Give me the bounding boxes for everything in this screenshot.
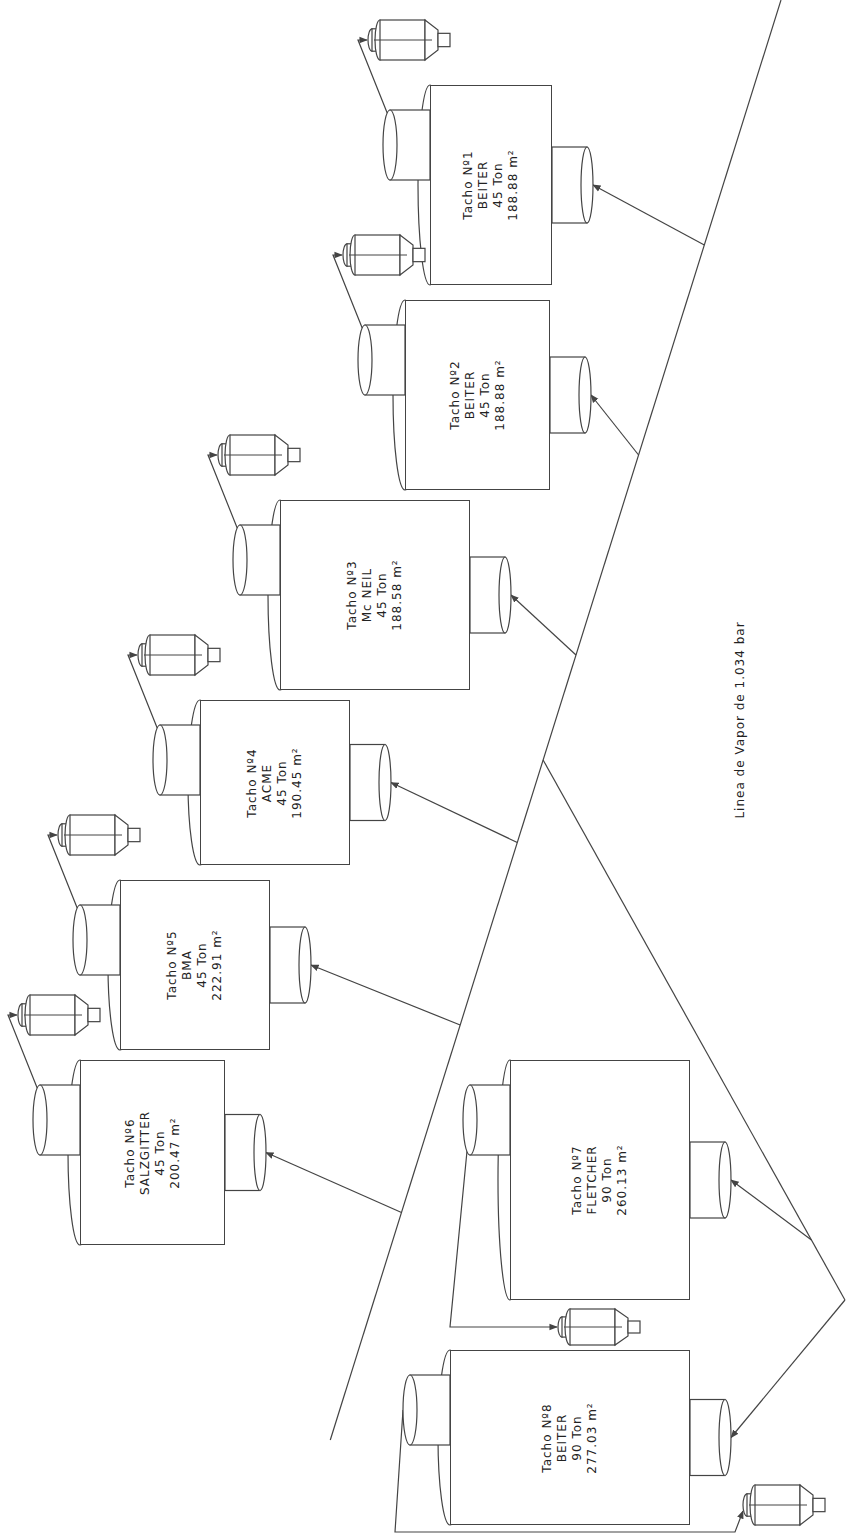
- condenser-barometric-leg: [24, 1015, 82, 1016]
- pan-spec: 200.47 m²: [168, 1068, 183, 1237]
- vacuum-pan-body: Tacho Nº7FLETCHER90 Ton260.13 m²: [510, 1060, 690, 1300]
- pan-spec: 45 Ton: [195, 888, 210, 1042]
- pan-spec: 190.45 m²: [290, 708, 305, 857]
- pan-spec: SALZGITTER: [138, 1068, 153, 1237]
- pan-text-stack: Tacho Nº7FLETCHER90 Ton260.13 m²: [570, 1068, 630, 1292]
- pan-spec: 45 Ton: [491, 93, 506, 277]
- condenser-tailpipe: [413, 248, 425, 261]
- pan-spec: 45 Ton: [478, 308, 493, 482]
- steam-branch: [311, 965, 460, 1025]
- vacuum-pan-body: Tacho Nº2BEITER45 Ton188.88 m²: [405, 300, 550, 490]
- pan-number: Tacho Nº8: [540, 1358, 555, 1517]
- vessel-parts: [18, 20, 825, 1525]
- condenser-barometric-leg: [224, 455, 282, 456]
- pan-number: Tacho Nº2: [448, 308, 463, 482]
- vapour-dome-top: [463, 1085, 477, 1155]
- vacuum-pan-body: Tacho Nº8BEITER90 Ton277.03 m²: [450, 1350, 690, 1525]
- pan-spec: 260.13 m²: [615, 1068, 630, 1292]
- pan-text-stack: Tacho Nº4ACME45 Ton190.45 m²: [245, 708, 305, 857]
- steam-branch: [391, 783, 517, 843]
- pan-text-stack: Tacho Nº8BEITER90 Ton277.03 m²: [540, 1358, 600, 1517]
- vapour-dome-top: [383, 110, 397, 180]
- pan-number: Tacho Nº6: [123, 1068, 138, 1237]
- steam-branch: [266, 1153, 401, 1213]
- discharge-outlet-end: [499, 557, 511, 633]
- pan-spec: BEITER: [463, 308, 478, 482]
- condenser-tailpipe: [813, 1498, 825, 1511]
- condenser-barometric-leg: [144, 655, 202, 656]
- pan-spec: FLETCHER: [585, 1068, 600, 1292]
- pan-spec: ACME: [260, 708, 275, 857]
- pan-number: Tacho Nº1: [461, 93, 476, 277]
- pan-text-stack: Tacho Nº6SALZGITTER45 Ton200.47 m²: [123, 1068, 183, 1237]
- vapour-dome-top: [358, 325, 372, 395]
- vacuum-pan-body: Tacho Nº1BEITER45 Ton188.88 m²: [430, 85, 552, 285]
- pan-text-stack: Tacho Nº1BEITER45 Ton188.88 m²: [461, 93, 521, 277]
- pan-number: Tacho Nº5: [165, 888, 180, 1042]
- discharge-outlet-end: [719, 1142, 731, 1218]
- condenser-barometric-leg: [349, 255, 407, 256]
- vacuum-pan-body: Tacho Nº5BMA45 Ton222.91 m²: [120, 880, 270, 1050]
- pan-number: Tacho Nº3: [345, 508, 360, 682]
- steam-branch: [511, 595, 576, 655]
- discharge-outlet-end: [581, 147, 593, 223]
- vapour-dome-top: [233, 525, 247, 595]
- pan-spec: BEITER: [555, 1358, 570, 1517]
- pan-number: Tacho Nº4: [245, 708, 260, 857]
- pan-text-stack: Tacho Nº2BEITER45 Ton188.88 m²: [448, 308, 508, 482]
- vacuum-pan-body: Tacho Nº3Mc NEIL45 Ton188.58 m²: [280, 500, 470, 690]
- pan-spec: 45 Ton: [275, 708, 290, 857]
- condenser-barometric-leg: [564, 1327, 622, 1328]
- pan-spec: 188.88 m²: [506, 93, 521, 277]
- pan-spec: 45 Ton: [375, 508, 390, 682]
- vacuum-pan-body: Tacho Nº4ACME45 Ton190.45 m²: [200, 700, 350, 865]
- condenser-tailpipe: [128, 828, 140, 841]
- condenser-tailpipe: [438, 33, 450, 46]
- condenser-tailpipe: [208, 648, 220, 661]
- discharge-outlet-end: [379, 745, 391, 821]
- vapour-dome-top: [73, 905, 87, 975]
- steam-header: [330, 0, 781, 1440]
- discharge-outlet-end: [299, 927, 311, 1003]
- pan-text-stack: Tacho Nº3Mc NEIL45 Ton188.58 m²: [345, 508, 405, 682]
- vapour-dome-top: [33, 1085, 47, 1155]
- pan-number: Tacho Nº7: [570, 1068, 585, 1292]
- steam-branch: [591, 395, 639, 455]
- pan-spec: 188.58 m²: [390, 508, 405, 682]
- pan-spec: 90 Ton: [570, 1358, 585, 1517]
- discharge-outlet-end: [579, 357, 591, 433]
- pan-text-stack: Tacho Nº5BMA45 Ton222.91 m²: [165, 888, 225, 1042]
- discharge-outlet-end: [719, 1400, 731, 1476]
- steam-branch: [731, 1300, 845, 1438]
- steam-line-label: Linea de Vapor de 1.034 bar: [733, 618, 747, 821]
- pan-spec: BMA: [180, 888, 195, 1042]
- vapour-dome-top: [403, 1375, 417, 1445]
- discharge-outlet-end: [254, 1115, 266, 1191]
- pan-spec: 90 Ton: [600, 1068, 615, 1292]
- steam-branch: [593, 185, 704, 245]
- condenser-barometric-leg: [64, 835, 122, 836]
- condenser-barometric-leg: [749, 1505, 807, 1506]
- pan-spec: 188.88 m²: [493, 308, 508, 482]
- pan-spec: 277.03 m²: [585, 1358, 600, 1517]
- vacuum-pan-body: Tacho Nº6SALZGITTER45 Ton200.47 m²: [80, 1060, 225, 1245]
- pan-spec: 222.91 m²: [210, 888, 225, 1042]
- pipes: [8, 0, 845, 1532]
- condenser-tailpipe: [288, 448, 300, 461]
- pan-spec: BEITER: [476, 93, 491, 277]
- steam-branch: [731, 1180, 811, 1240]
- condenser-tailpipe: [628, 1321, 640, 1333]
- vapour-dome-top: [153, 725, 167, 795]
- pan-spec: 45 Ton: [153, 1068, 168, 1237]
- condenser-tailpipe: [88, 1008, 100, 1021]
- condenser-barometric-leg: [374, 40, 432, 41]
- pan-spec: Mc NEIL: [360, 508, 375, 682]
